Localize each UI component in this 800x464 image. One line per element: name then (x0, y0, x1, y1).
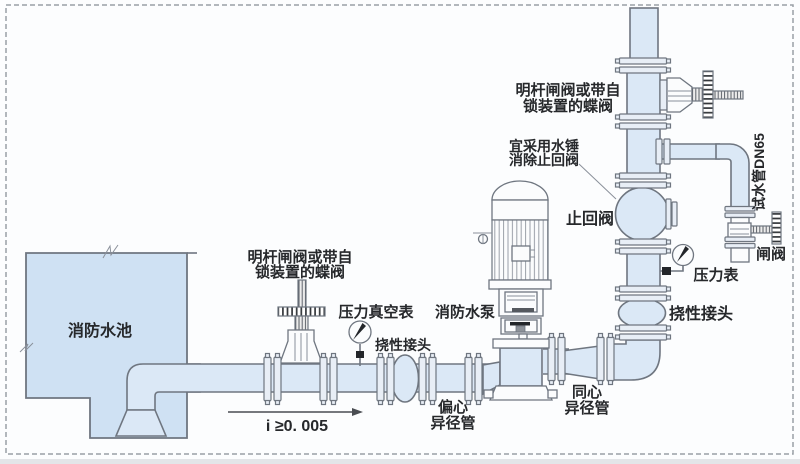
label-pressure-vacuum-gauge: 压力真空表 (338, 303, 414, 321)
suction-pipe (186, 363, 500, 393)
label-flex-joint-suction: 挠性接头 (375, 337, 431, 353)
label-fire-pump: 消防水泵 (435, 303, 495, 321)
slope-arrow-icon (228, 408, 363, 416)
label-slope: i ≥0. 005 (266, 418, 328, 435)
label-pressure-gauge: 压力表 (693, 266, 739, 284)
handwheel-icon (277, 306, 326, 317)
pump-pedestal (483, 347, 558, 401)
label-check-valve: 止回阀 (566, 209, 614, 228)
riser-pipe (626, 7, 661, 289)
label-water-hammer-1: 宜采用水锤 (509, 138, 579, 154)
label-eccentric-reducer-2: 异径管 (430, 414, 475, 432)
flexible-joint-riser (617, 297, 667, 329)
label-water-hammer-2: 消除止回阀 (509, 152, 579, 168)
fire-pump (473, 180, 552, 349)
motor-dome (491, 180, 549, 201)
concentric-reducer (561, 345, 601, 380)
label-left-valve-1: 明杆闸阀或带自 (247, 248, 352, 266)
label-left-valve-2: 锁装置的蝶阀 (255, 263, 345, 281)
label-test-pipe: 试水管DN65 (751, 133, 767, 211)
break-symbol-icon (102, 244, 119, 259)
flexible-joint-suction (390, 354, 420, 403)
pressure-gauge-icon (660, 243, 695, 275)
label-top-valve-1: 明杆闸阀或带自 (515, 81, 620, 99)
label-concentric-reducer-2: 异径管 (564, 399, 609, 417)
handwheel-icon (771, 211, 782, 245)
labels: 消防水池 明杆闸阀或带自 锁装置的蝶阀 压力真空表 挠性接头 消防水泵 偏心 异… (68, 81, 786, 435)
label-top-valve-2: 锁装置的蝶阀 (523, 97, 613, 115)
branch-flange-pair (655, 138, 671, 165)
riser-gate-valve (659, 70, 744, 119)
test-gate-valve (724, 205, 782, 263)
discharge-elbow (611, 339, 661, 381)
handwheel-icon (702, 70, 714, 119)
label-fire-tank: 消防水池 (68, 321, 132, 340)
label-flex-joint-riser: 挠性接头 (669, 304, 733, 323)
junction-box (511, 245, 531, 262)
label-test-gate-valve: 闸阀 (756, 245, 786, 263)
label-eccentric-reducer-1: 偏心 (438, 398, 468, 416)
break-symbol-icon (19, 342, 34, 353)
label-concentric-reducer-1: 同心 (572, 384, 602, 401)
suction-bell-mouth (114, 363, 201, 437)
test-water-pipe (655, 138, 750, 210)
bottom-edge (0, 459, 800, 464)
pressure-vacuum-gauge-icon (348, 320, 372, 366)
diagram-border (5, 4, 794, 455)
leader-line (578, 163, 617, 200)
